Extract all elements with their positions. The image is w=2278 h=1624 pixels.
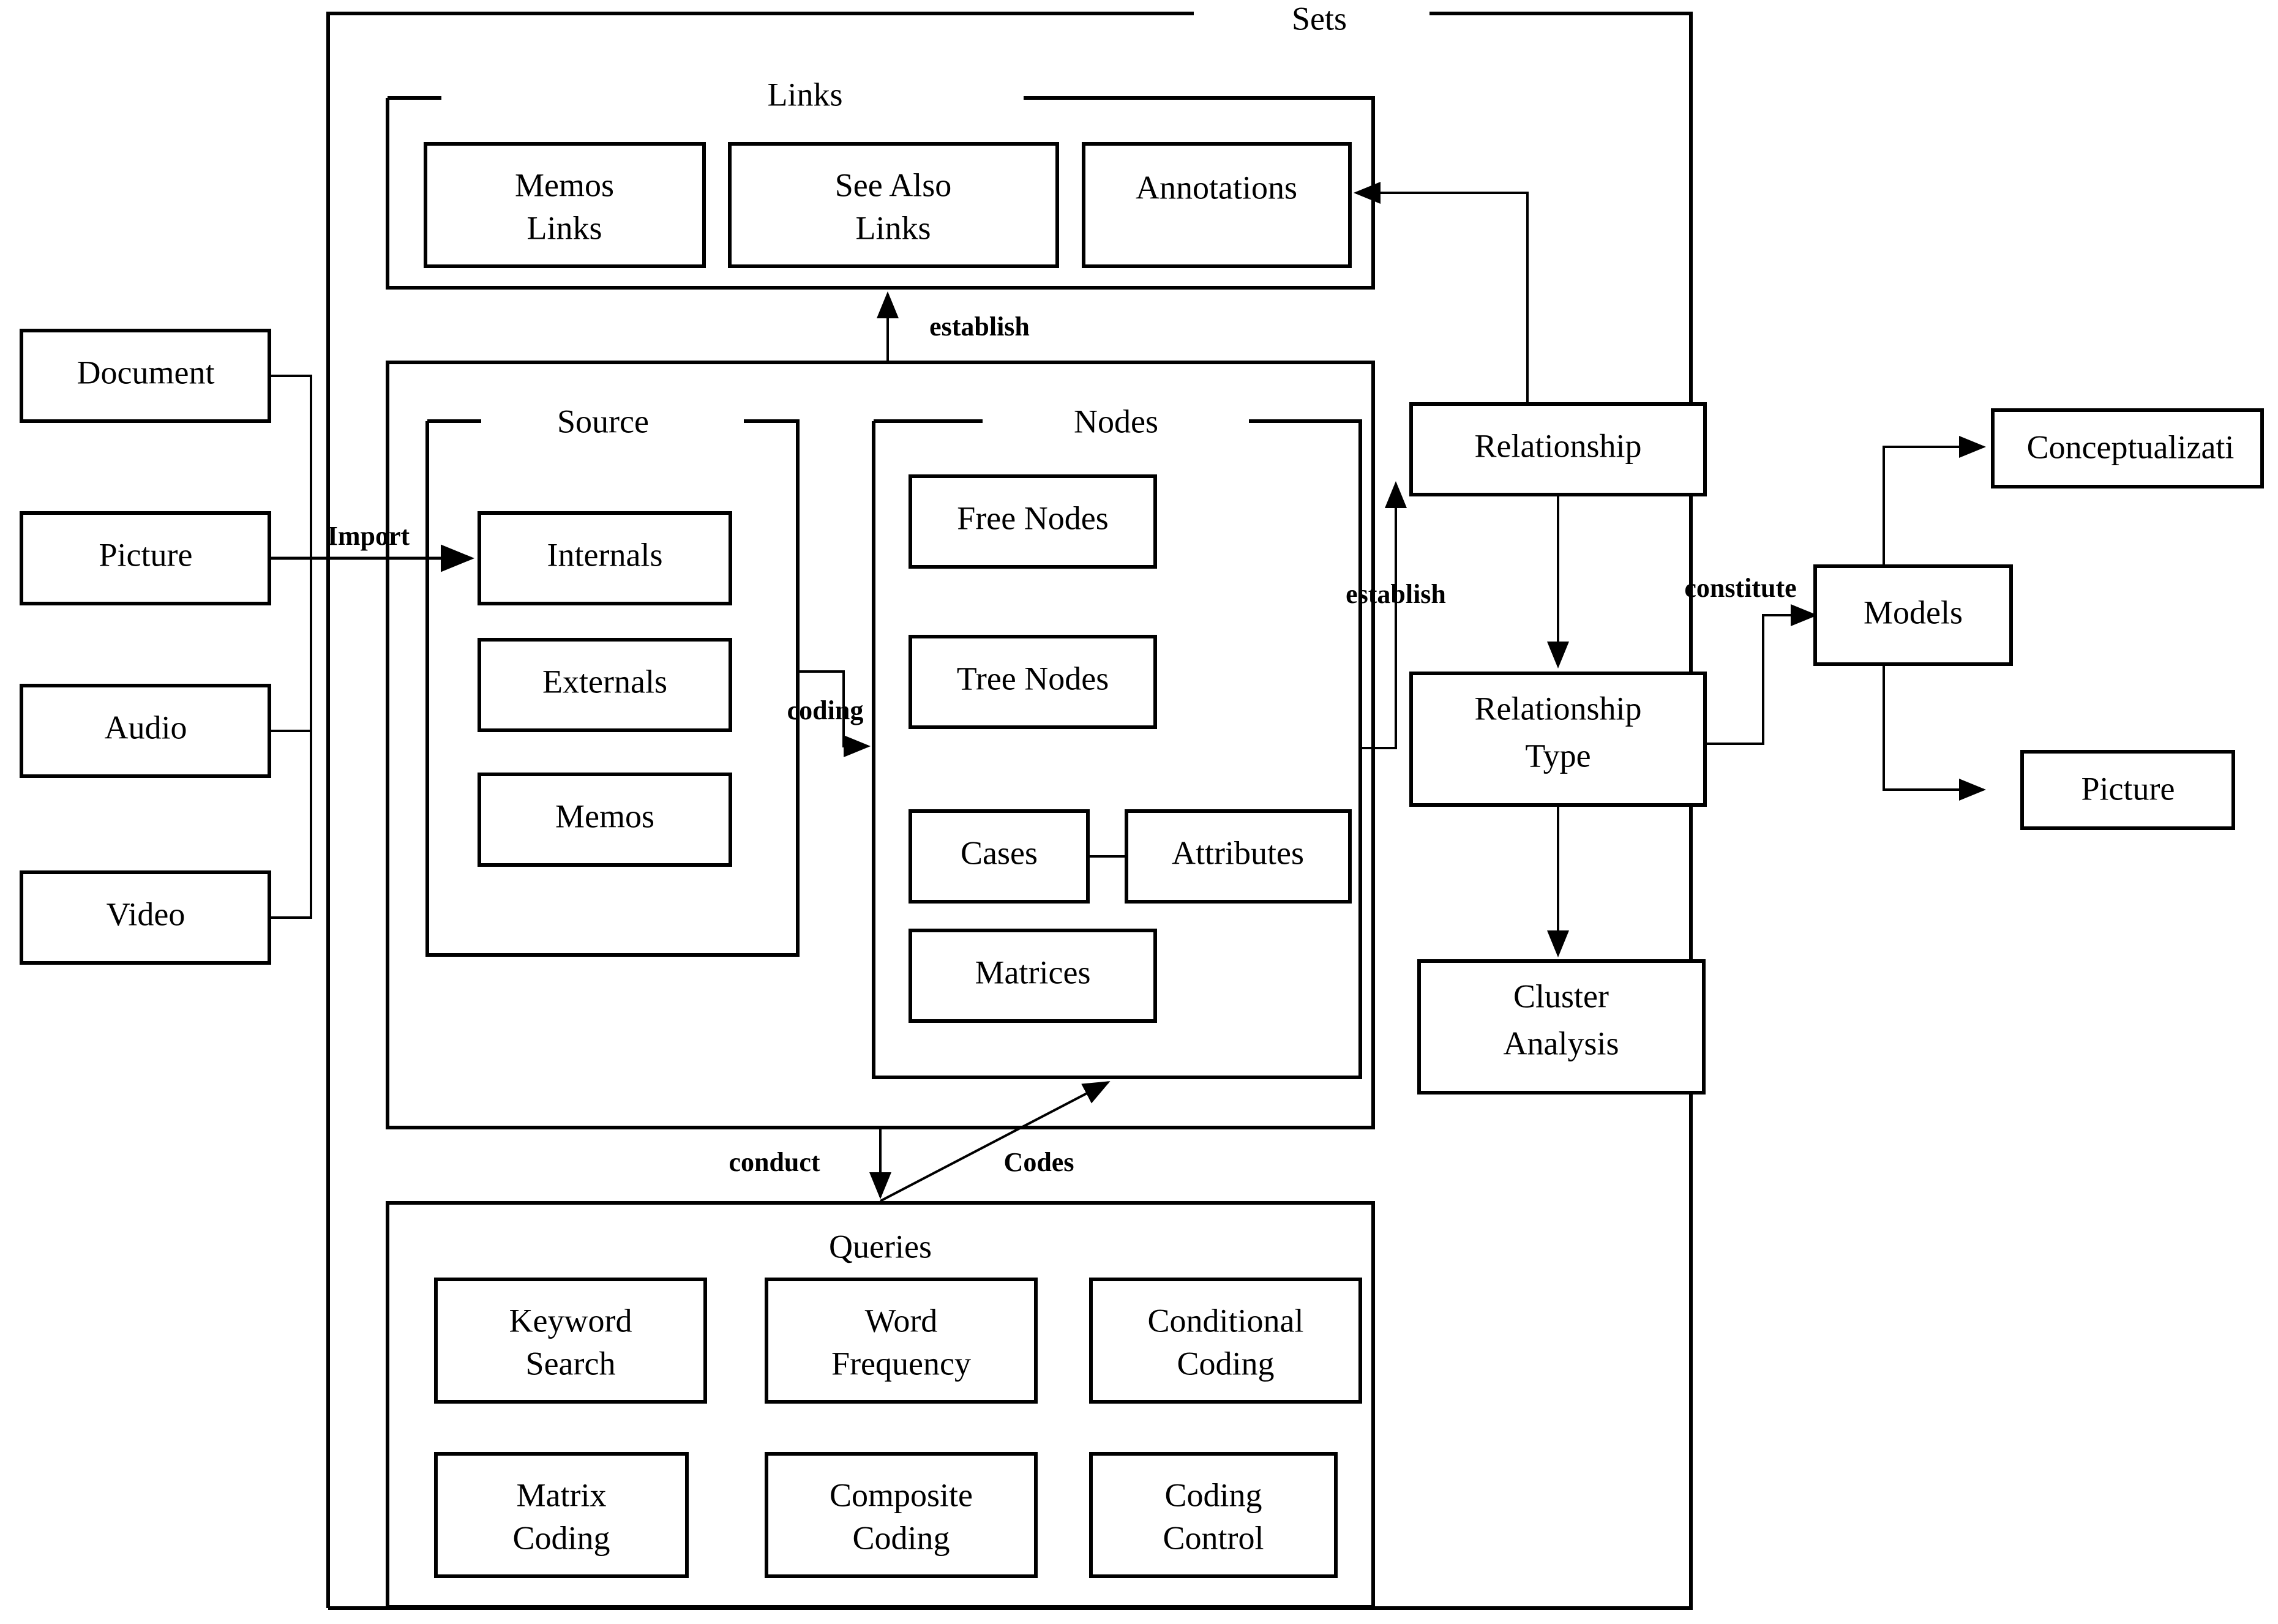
relationship-annotations-arrow <box>1354 182 1529 404</box>
links-group-label: Links <box>767 76 842 113</box>
links-group: Links Memos Links See Also Links Annotat… <box>386 76 1375 290</box>
relationship-type-label: Relationship <box>1475 690 1642 727</box>
source-item-label: Externals <box>542 663 667 700</box>
codes-edge-label: Codes <box>1004 1147 1074 1177</box>
output-label: Conceptualizati <box>2027 428 2235 465</box>
coding-edge-label: coding <box>787 695 864 725</box>
links-item-see-also-links[interactable] <box>728 142 1059 268</box>
output-conceptualization[interactable]: Conceptualizati <box>1991 408 2264 488</box>
links-item-label: Memos <box>515 167 614 203</box>
input-label: Document <box>77 354 215 391</box>
nodes-group-label: Nodes <box>1074 403 1158 440</box>
establish-links-edge: establish <box>877 291 1030 362</box>
constitute-arrow <box>1705 604 1818 745</box>
queries-item-label: Coding <box>1164 1476 1262 1513</box>
queries-group-label: Queries <box>829 1228 932 1265</box>
nodes-item-cases[interactable] <box>909 809 1090 904</box>
source-item-internals[interactable] <box>478 511 732 605</box>
constitute-edge: constitute <box>1684 573 1818 745</box>
relationship-type-node[interactable]: Relationship Type <box>1409 672 1707 807</box>
relationship-annotations-edge <box>1354 182 1529 404</box>
queries-item-keyword-search[interactable] <box>434 1278 707 1404</box>
source-group-label: Source <box>557 403 649 440</box>
codes-edge: Codes <box>880 1081 1111 1202</box>
nodes-item-label: Attributes <box>1172 834 1304 871</box>
links-item-label: Links <box>526 209 602 246</box>
output-picture[interactable]: Picture <box>2020 750 2235 830</box>
relationship-type-label: Type <box>1525 737 1590 774</box>
queries-item-label: Conditional <box>1148 1302 1304 1339</box>
cluster-analysis-label: Cluster <box>1513 978 1609 1014</box>
links-item-label: Annotations <box>1136 169 1297 206</box>
source-group: Source Internals Externals Memos <box>425 403 800 957</box>
nodes-group: Nodes Free Nodes Tree Nodes Cases Attrib… <box>872 403 1362 1079</box>
input-label: Video <box>107 896 185 932</box>
queries-item-label: Composite <box>830 1476 973 1513</box>
queries-item-label: Control <box>1163 1519 1264 1556</box>
input-label: Picture <box>99 536 193 573</box>
source-item-label: Memos <box>555 798 654 834</box>
source-nodes-container <box>386 361 1375 1129</box>
conduct-edge-label: conduct <box>729 1147 820 1177</box>
nodes-item-label: Free Nodes <box>957 500 1108 536</box>
nodes-item-attributes[interactable] <box>1125 809 1352 904</box>
links-item-label: See Also <box>835 167 952 203</box>
queries-item-composite-coding[interactable] <box>765 1452 1038 1578</box>
models-label: Models <box>1864 594 1963 631</box>
links-item-label: Links <box>855 209 931 246</box>
conduct-edge: conduct <box>729 1128 891 1199</box>
nodes-item-matrices[interactable] <box>909 929 1157 1023</box>
input-video[interactable] <box>20 870 271 965</box>
links-item-annotations[interactable] <box>1082 142 1352 268</box>
cluster-analysis-label: Analysis <box>1504 1025 1619 1061</box>
import-edge-label: Import <box>328 521 410 551</box>
codes-arrow <box>880 1081 1111 1202</box>
models-node[interactable]: Models <box>1813 564 2013 666</box>
establish-relationship-edge: establish <box>1346 481 1446 749</box>
queries-item-label: Matrix <box>517 1476 607 1513</box>
input-picture[interactable] <box>20 511 271 605</box>
models-to-conceptualization-arrow <box>1883 436 1986 566</box>
input-document[interactable] <box>20 329 271 423</box>
relationship-label: Relationship <box>1475 427 1642 464</box>
queries-item-label: Search <box>526 1345 616 1382</box>
models-to-picture-arrow <box>1883 664 1986 801</box>
source-item-memos[interactable] <box>478 773 732 867</box>
queries-item-label: Coding <box>1177 1345 1274 1382</box>
coding-arrow <box>798 670 871 757</box>
queries-item-label: Word <box>865 1302 938 1339</box>
establish-relationship-arrow <box>1360 481 1407 749</box>
queries-item-conditional-coding[interactable] <box>1089 1278 1362 1404</box>
queries-item-label: Frequency <box>831 1345 971 1382</box>
nodes-item-tree-nodes[interactable] <box>909 635 1157 729</box>
queries-item-word-frequency[interactable] <box>765 1278 1038 1404</box>
queries-item-label: Coding <box>852 1519 950 1556</box>
coding-edge: coding <box>787 670 871 757</box>
queries-item-label: Coding <box>512 1519 610 1556</box>
relationship-node[interactable]: Relationship <box>1409 402 1707 496</box>
nodes-item-label: Cases <box>961 834 1038 871</box>
queries-group: Queries Keyword Search Word Frequency Co… <box>386 1201 1375 1609</box>
queries-item-coding-control[interactable] <box>1089 1452 1338 1578</box>
links-item-memos-links[interactable] <box>424 142 706 268</box>
import-edge: Import <box>269 375 474 919</box>
outer-group-label: Sets <box>1292 0 1347 37</box>
nodes-item-label: Matrices <box>975 954 1091 990</box>
source-item-label: Internals <box>547 536 663 573</box>
output-label: Picture <box>2081 770 2175 807</box>
source-item-externals[interactable] <box>478 638 732 732</box>
input-audio[interactable] <box>20 684 271 778</box>
cluster-analysis-node[interactable]: Cluster Analysis <box>1417 959 1706 1095</box>
input-sources: Document Picture Audio Video <box>20 329 271 965</box>
establish-links-edge-label: establish <box>929 312 1030 342</box>
nodes-item-label: Tree Nodes <box>957 660 1109 697</box>
constitute-edge-label: constitute <box>1684 573 1796 603</box>
queries-item-matrix-coding[interactable] <box>434 1452 689 1578</box>
models-output-edges <box>1883 436 1986 801</box>
establish-relationship-edge-label: establish <box>1346 579 1446 609</box>
queries-item-label: Keyword <box>509 1302 632 1339</box>
input-label: Audio <box>105 709 187 746</box>
nodes-item-free-nodes[interactable] <box>909 474 1157 569</box>
